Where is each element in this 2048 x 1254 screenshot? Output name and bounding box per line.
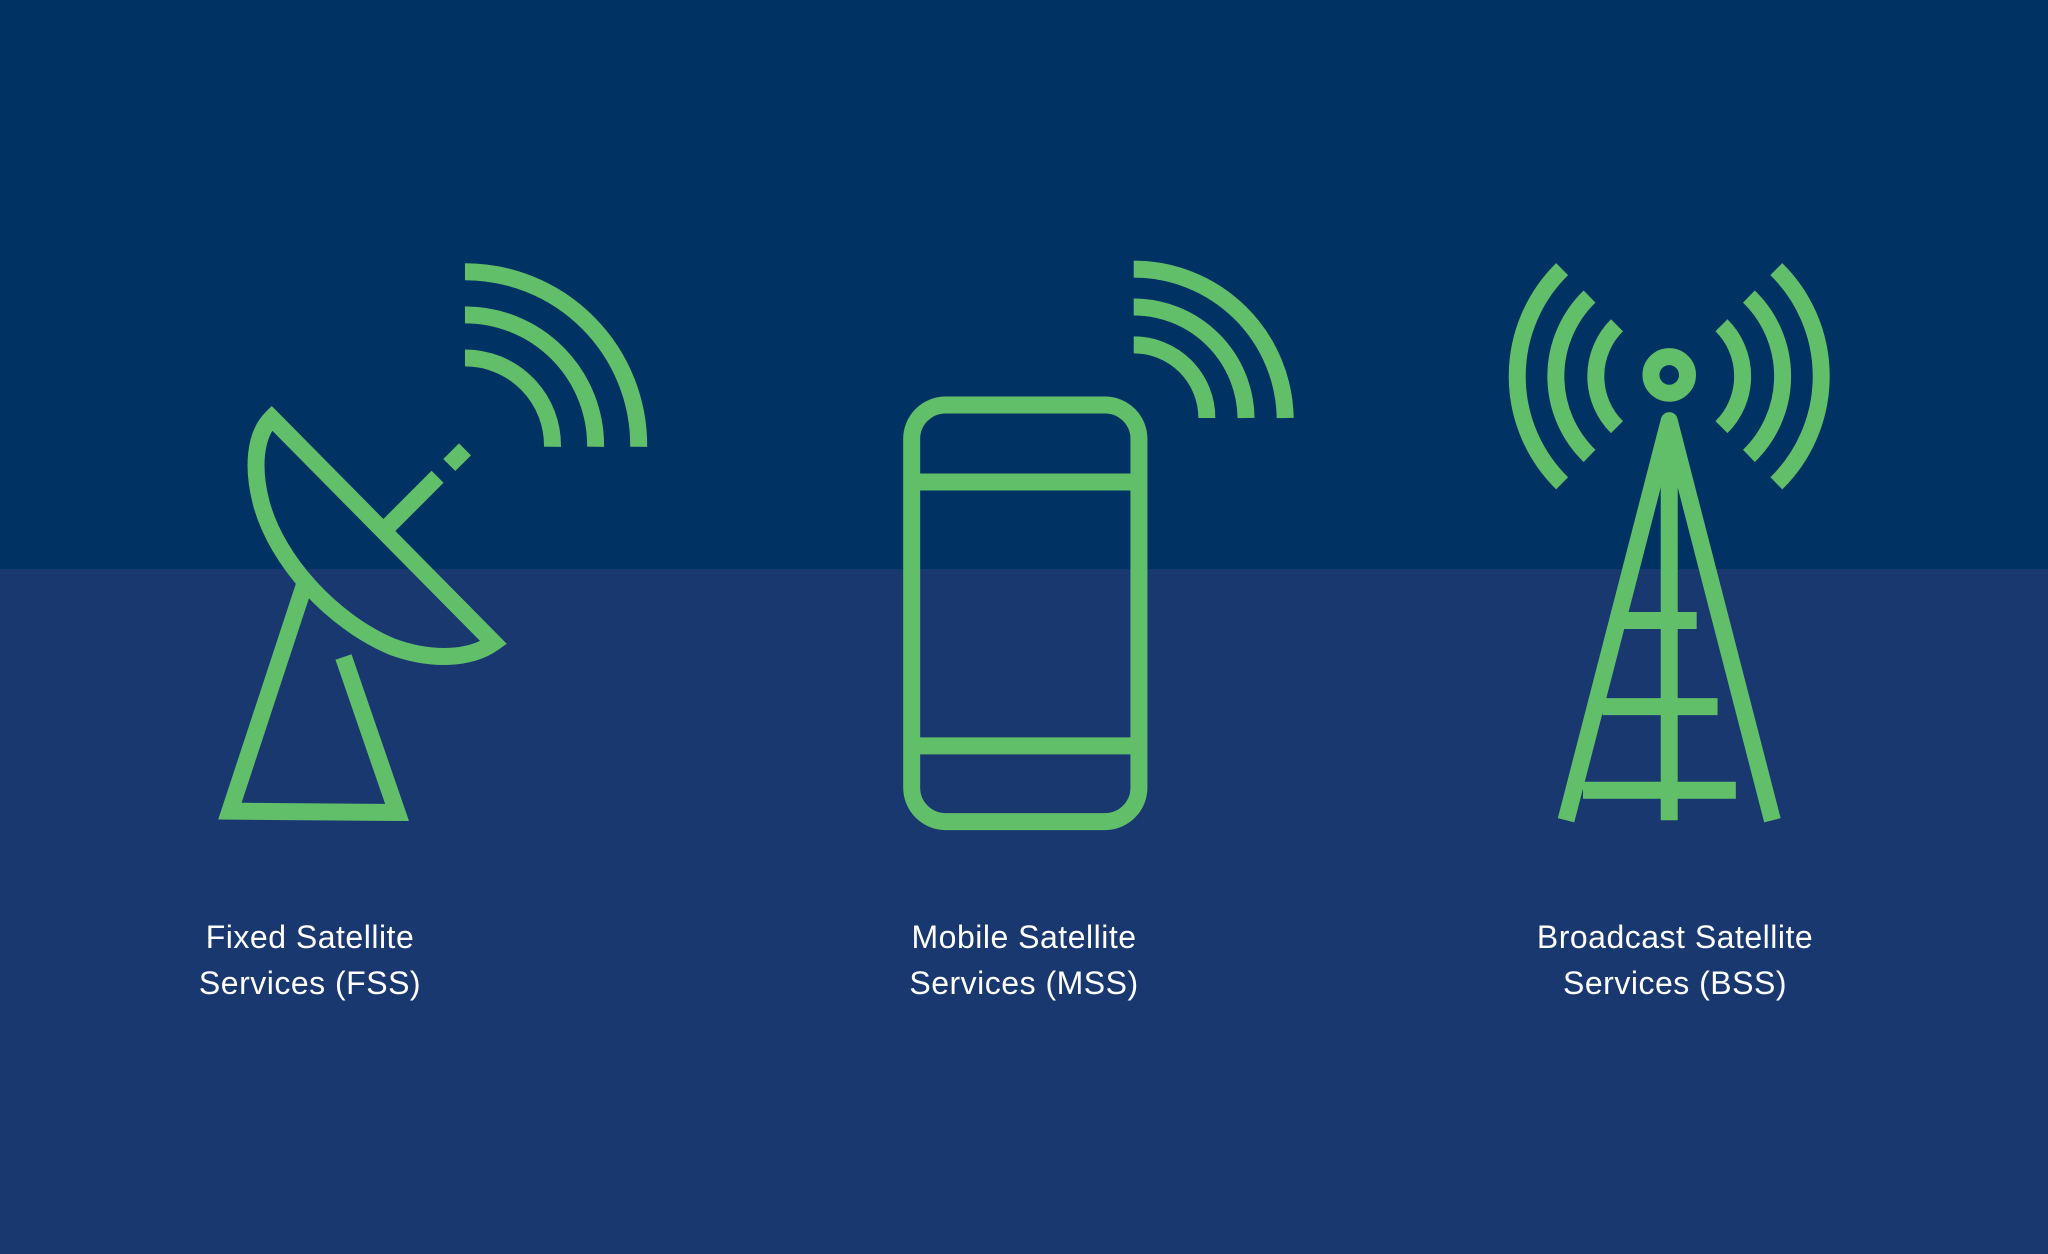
service-label-line1: Broadcast Satellite — [1536, 919, 1814, 955]
broadcast-tower-icon — [1508, 263, 1830, 823]
service-label-line1: Mobile Satellite — [911, 919, 1137, 955]
service-label-mss: Mobile Satellite Services (MSS) — [864, 914, 1184, 1006]
left-signal-waves-icon — [1508, 263, 1624, 490]
signal-waves-icon — [1133, 260, 1294, 419]
right-signal-waves-icon — [1715, 263, 1830, 490]
phone-body — [903, 396, 1148, 831]
satellite-dish-icon — [218, 263, 648, 822]
dish-stand — [218, 582, 409, 822]
dish-bowl — [247, 405, 507, 665]
service-label-line2: Services (MSS) — [909, 965, 1139, 1001]
tower-beacon — [1642, 348, 1696, 402]
tower-frame — [1557, 412, 1781, 823]
signal-waves-icon — [464, 263, 648, 447]
service-label-bss: Broadcast Satellite Services (BSS) — [1480, 914, 1870, 1006]
dish-feed-tip — [443, 443, 471, 472]
service-label-fss: Fixed Satellite Services (FSS) — [170, 914, 450, 1006]
background-bottom-band — [0, 569, 2048, 1254]
service-label-line1: Fixed Satellite — [205, 919, 415, 955]
mobile-phone-signal-icon — [903, 260, 1294, 831]
service-label-line2: Services (FSS) — [198, 965, 422, 1001]
tower-crossbars — [1583, 611, 1736, 799]
service-label-line2: Services (BSS) — [1563, 965, 1787, 1001]
dish-feed-arm — [380, 470, 444, 534]
